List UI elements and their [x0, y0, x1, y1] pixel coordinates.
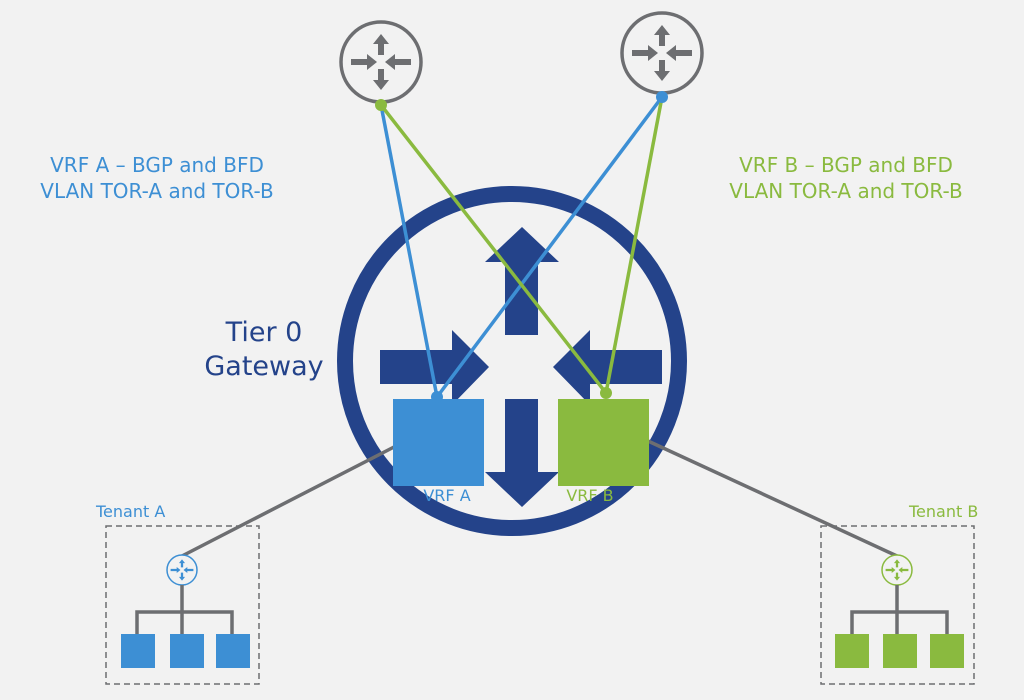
- vrf-b-link-tor-b: [604, 96, 664, 394]
- workload-icon: [930, 634, 964, 668]
- tenant-a-group: [105, 525, 260, 685]
- arrow-down-icon: [485, 399, 559, 507]
- router-icon: [632, 25, 692, 81]
- gateway-label-line1: Tier 0: [225, 317, 303, 348]
- tenant-b-group: [820, 525, 975, 685]
- vrf-a-label: VRF A: [423, 486, 471, 505]
- workload-icon: [216, 634, 250, 668]
- vrf-b-caption-line1: VRF B – BGP and BFD: [739, 153, 953, 177]
- workload-icon: [835, 634, 869, 668]
- tor-router-b: [620, 11, 704, 95]
- gateway-label-line2: Gateway: [204, 351, 324, 382]
- arrow-left-icon: [553, 330, 662, 405]
- tor-router-a: [339, 20, 423, 104]
- workload-icon: [883, 634, 917, 668]
- vrf-b-link-tor-a: [379, 103, 608, 395]
- vrf-a-caption-line1: VRF A – BGP and BFD: [50, 153, 264, 177]
- vrf-a-box: [393, 399, 484, 486]
- workload-icon: [121, 634, 155, 668]
- vrf-a-link-tor-a: [379, 104, 439, 398]
- vrf-b-caption-line2: VLAN TOR-A and TOR-B: [729, 179, 963, 203]
- arrow-right-icon: [380, 330, 489, 405]
- tenant-a-uplink: [181, 445, 395, 558]
- gateway-label: Tier 0 Gateway: [174, 316, 354, 384]
- vrf-a-caption: VRF A – BGP and BFD VLAN TOR-A and TOR-B: [0, 152, 317, 204]
- tenant-b-uplink: [647, 439, 898, 558]
- vrf-a-caption-line2: VLAN TOR-A and TOR-B: [40, 179, 274, 203]
- tier0-gateway-ring: [337, 186, 687, 536]
- tenant-b-label: Tenant B: [909, 502, 979, 521]
- router-icon: [351, 34, 411, 90]
- vrf-b-label: VRF B: [566, 486, 614, 505]
- vrf-b-box: [558, 399, 649, 486]
- workload-icon: [170, 634, 204, 668]
- tenant-a-label: Tenant A: [96, 502, 166, 521]
- vrf-b-caption: VRF B – BGP and BFD VLAN TOR-A and TOR-B: [686, 152, 1006, 204]
- vrf-a-link-tor-b: [435, 95, 664, 399]
